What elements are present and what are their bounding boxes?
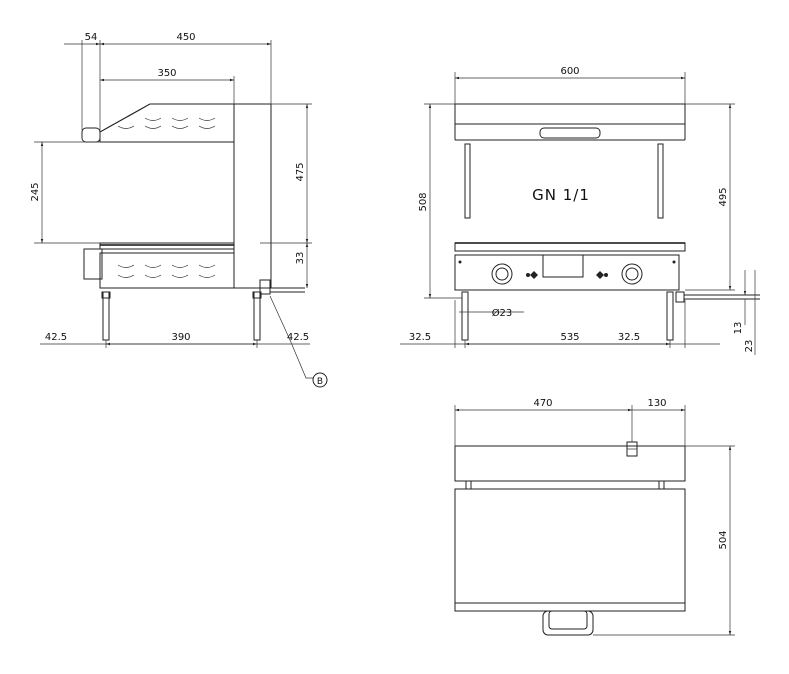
top-handle — [542, 610, 594, 636]
callout-b-label: B — [317, 377, 323, 387]
top-plate — [454, 488, 686, 612]
dim-side-total: 450 — [176, 32, 195, 43]
side-leg-left — [102, 291, 110, 341]
dim-top-depth: 504 — [718, 530, 729, 549]
dim-side-left-height: 245 — [30, 182, 41, 201]
front-drip-tray — [542, 254, 584, 278]
dim-front-right-height: 495 — [718, 187, 729, 206]
dim-top-side: 130 — [647, 398, 666, 409]
dim-side-handle: 54 — [85, 32, 98, 43]
side-lower-vents — [117, 264, 216, 278]
front-view: 600 508 495 GN 1/1 Ø23 32.5 535 32.5 13 … — [400, 66, 760, 355]
side-upper-vents — [117, 117, 216, 129]
dim-front-small-13: 13 — [733, 322, 744, 335]
front-leg-left — [461, 291, 469, 341]
dim-side-bottom-left: 42.5 — [45, 332, 67, 343]
side-front-lip — [83, 248, 103, 280]
dim-front-small-23: 23 — [744, 340, 755, 353]
top-view: 470 130 504 — [454, 398, 735, 636]
dim-front-bottom-mid: 535 — [560, 332, 579, 343]
front-knob-right — [621, 263, 643, 285]
dim-front-pipe-dia: Ø23 — [492, 307, 513, 319]
side-view: 54 450 350 245 475 33 42.5 390 42.5 B — [30, 32, 328, 388]
dim-side-bottom-mid: 390 — [171, 332, 190, 343]
side-connector — [259, 279, 271, 295]
dim-front-bottom-right: 32.5 — [618, 332, 640, 343]
dim-front-width: 600 — [560, 66, 579, 77]
front-knob-left — [491, 263, 513, 285]
dim-top-main: 470 — [533, 398, 552, 409]
dim-front-bottom-left: 32.5 — [409, 332, 431, 343]
dim-side-bottom-right: 42.5 — [287, 332, 309, 343]
callout-b-circle — [312, 372, 328, 388]
front-top-hood — [454, 103, 686, 125]
side-rear-panel — [233, 103, 272, 289]
side-leg-right — [253, 291, 261, 341]
dim-front-left-height: 508 — [418, 192, 429, 211]
front-bar-right — [657, 143, 664, 219]
front-hood-handle — [539, 127, 601, 139]
front-leg-right — [666, 291, 674, 341]
front-base — [454, 254, 680, 291]
front-bar-left — [464, 143, 471, 219]
dim-side-inner: 350 — [157, 68, 176, 79]
dim-side-right-lower: 33 — [295, 252, 306, 265]
side-lower-base — [99, 252, 235, 289]
front-label-gn: GN 1/1 — [532, 186, 590, 204]
side-handle — [81, 127, 101, 143]
side-upper-hood — [99, 103, 235, 143]
top-rear-section — [454, 445, 686, 482]
dim-side-right-height: 475 — [295, 162, 306, 181]
